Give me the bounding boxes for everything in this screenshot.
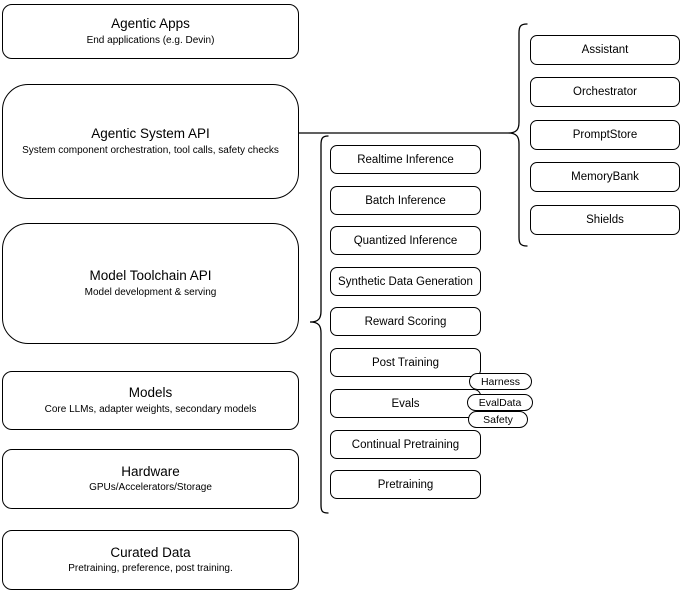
brace-toolchain-group xyxy=(309,135,329,514)
node-shields: Shields xyxy=(530,205,680,235)
node-orchestrator: Orchestrator xyxy=(530,77,680,107)
node-memorybank: MemoryBank xyxy=(530,162,680,192)
node-continual-pretraining: Continual Pretraining xyxy=(330,430,481,459)
node-post-training: Post Training xyxy=(330,348,481,377)
brace-system-group xyxy=(507,23,528,247)
node-synthetic-data-generation: Synthetic Data Generation xyxy=(330,267,481,296)
node-assistant: Assistant xyxy=(530,35,680,65)
layer-curated-data: Curated Data Pretraining, preference, po… xyxy=(2,530,299,590)
node-evals: Evals xyxy=(330,389,481,418)
layer-subtitle: System component orchestration, tool cal… xyxy=(22,144,279,156)
node-quantized-inference: Quantized Inference xyxy=(330,226,481,255)
node-realtime-inference: Realtime Inference xyxy=(330,145,481,174)
layer-hardware: Hardware GPUs/Accelerators/Storage xyxy=(2,449,299,509)
layer-model-toolchain-api: Model Toolchain API Model development & … xyxy=(2,223,299,344)
tag-harness: Harness xyxy=(469,373,532,390)
layer-title: Agentic Apps xyxy=(111,16,190,32)
node-reward-scoring: Reward Scoring xyxy=(330,307,481,336)
layer-subtitle: Pretraining, preference, post training. xyxy=(68,563,233,575)
tag-evaldata: EvalData xyxy=(467,394,533,411)
layer-subtitle: Core LLMs, adapter weights, secondary mo… xyxy=(44,403,257,415)
layer-subtitle: Model development & serving xyxy=(84,286,217,298)
layer-title: Agentic System API xyxy=(91,126,210,142)
layer-agentic-system-api: Agentic System API System component orch… xyxy=(2,84,299,199)
layer-agentic-apps: Agentic Apps End applications (e.g. Devi… xyxy=(2,4,299,59)
layer-subtitle: End applications (e.g. Devin) xyxy=(86,34,215,46)
layer-title: Hardware xyxy=(121,463,180,479)
layer-title: Model Toolchain API xyxy=(89,268,212,284)
node-pretraining: Pretraining xyxy=(330,470,481,499)
layer-models: Models Core LLMs, adapter weights, secon… xyxy=(2,371,299,430)
tag-safety: Safety xyxy=(468,411,528,428)
layer-subtitle: GPUs/Accelerators/Storage xyxy=(89,482,212,494)
node-promptstore: PromptStore xyxy=(530,120,680,150)
layer-title: Models xyxy=(128,385,173,401)
node-batch-inference: Batch Inference xyxy=(330,186,481,215)
layer-title: Curated Data xyxy=(110,544,191,560)
